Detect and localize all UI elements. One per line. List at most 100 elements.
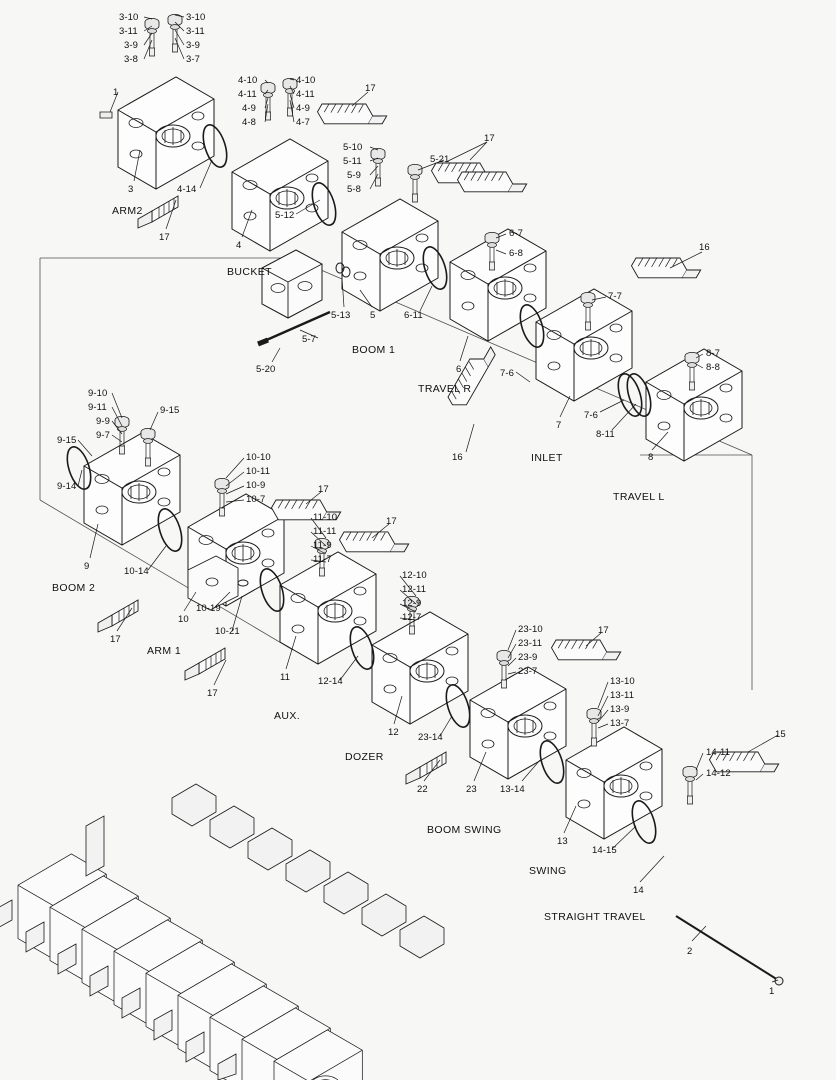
section-label-aux: AUX. <box>274 710 301 722</box>
callout-number: 16 <box>452 452 463 463</box>
callout-number: 13-9 <box>610 704 630 715</box>
callout-number: 4-11 <box>296 89 315 100</box>
callout-number: 12-7 <box>402 612 422 623</box>
callout-number: 3-9 <box>124 40 139 51</box>
section-label-arm1: ARM 1 <box>147 645 182 657</box>
callout-number: 4-14 <box>177 184 197 195</box>
callout-number: 22 <box>417 784 428 795</box>
callout-number: 4-7 <box>296 117 311 128</box>
section-label-inlet: INLET <box>531 452 563 464</box>
callout-number: 3-10 <box>186 12 206 23</box>
callout-number: 4-10 <box>238 75 258 86</box>
section-label-boom2: BOOM 2 <box>52 582 96 594</box>
section-label-travel-l: TRAVEL L <box>613 491 665 503</box>
callout-number: 9-9 <box>96 416 111 427</box>
callout-number: 11-7 <box>313 554 332 565</box>
callout-number: 7-6 <box>584 410 599 421</box>
callout-number: 6-7 <box>509 228 524 239</box>
callout-number: 6-8 <box>509 248 524 259</box>
callout-number: 9-15 <box>57 435 77 446</box>
callout-number: 11-9 <box>313 540 332 551</box>
callout-number: 5-13 <box>331 310 351 321</box>
section-label-boom-swing: BOOM SWING <box>427 824 502 836</box>
callout-number: 8-7 <box>706 348 721 359</box>
callout-number: 9-7 <box>96 430 111 441</box>
callout-number: 3 <box>128 184 134 195</box>
callout-number: 8-11 <box>596 429 615 440</box>
callout-number: 11-11 <box>313 526 337 537</box>
callout-number: 17 <box>159 232 170 243</box>
callout-number: 5-20 <box>256 364 276 375</box>
callout-number: 23-10 <box>518 624 543 635</box>
callout-number: 10-19 <box>196 603 221 614</box>
callout-number: 9-14 <box>57 481 77 492</box>
callout-number: 17 <box>207 688 218 699</box>
callout-number: 11-10 <box>313 512 338 523</box>
callout-number: 16 <box>699 242 710 253</box>
callout-number: 9-11 <box>88 402 107 413</box>
section-label-bucket: BUCKET <box>227 266 272 278</box>
callout-number: 23-11 <box>518 638 543 649</box>
section-label-arm2: ARM2 <box>112 205 143 217</box>
callout-number: 14-12 <box>706 768 731 779</box>
callout-number: 13-14 <box>500 784 525 795</box>
callout-number: 8 <box>648 452 654 463</box>
callout-number: 17 <box>386 516 397 527</box>
callout-number: 13-7 <box>610 718 630 729</box>
callout-number: 10-7 <box>246 494 266 505</box>
callout-number: 23-9 <box>518 652 538 663</box>
callout-number: 11 <box>280 672 291 683</box>
callout-number: 3-11 <box>186 26 205 37</box>
callout-number: 10-10 <box>246 452 271 463</box>
callout-number: 5-12 <box>275 210 295 221</box>
section-label-dozer: DOZER <box>345 751 384 763</box>
callout-number: 9-15 <box>160 405 180 416</box>
callout-number: 5-8 <box>347 184 362 195</box>
callout-number: 7-7 <box>608 291 623 302</box>
callout-number: 7 <box>556 420 562 431</box>
callout-number: 9 <box>84 561 90 572</box>
callout-number: 23-7 <box>518 666 538 677</box>
callout-number: 3-7 <box>186 54 201 65</box>
callout-number: 3-9 <box>186 40 201 51</box>
callout-number: 12-14 <box>318 676 343 687</box>
callout-number: 17 <box>318 484 329 495</box>
callout-number: 4-11 <box>238 89 257 100</box>
callout-number: 5-11 <box>343 156 362 167</box>
callout-number: 15 <box>775 729 786 740</box>
callout-number: 4 <box>236 240 242 251</box>
callout-number: 3-8 <box>124 54 139 65</box>
callout-number: 23-14 <box>418 732 443 743</box>
callout-number: 10-14 <box>124 566 149 577</box>
callout-number: 4-10 <box>296 75 316 86</box>
callout-number: 23 <box>466 784 477 795</box>
section-label-boom1: BOOM 1 <box>352 344 396 356</box>
callout-number: 3-11 <box>119 26 138 37</box>
callout-number: 17 <box>484 133 495 144</box>
callout-number: 12-10 <box>402 570 427 581</box>
callout-number: 5 <box>370 310 376 321</box>
section-label-straight-travel: STRAIGHT TRAVEL <box>544 911 646 923</box>
section-label-travel-r: TRAVEL R <box>418 383 472 395</box>
callout-number: 8-8 <box>706 362 721 373</box>
callout-number: 2 <box>687 946 693 957</box>
callout-number: 12-9 <box>402 598 422 609</box>
callout-number: 4-9 <box>296 103 311 114</box>
callout-number: 4-8 <box>242 117 257 128</box>
callout-number: 1 <box>113 87 119 98</box>
callout-number: 14-11 <box>706 747 731 758</box>
callout-number: 17 <box>365 83 376 94</box>
callout-number: 1 <box>769 986 775 997</box>
callout-number: 12-11 <box>402 584 427 595</box>
callout-number: 10-21 <box>215 626 240 637</box>
callout-number: 10-11 <box>246 466 271 477</box>
callout-number: 6 <box>456 364 462 375</box>
callout-number: 12 <box>388 727 399 738</box>
callout-number: 5-10 <box>343 142 363 153</box>
callout-number: 5-21 <box>430 154 450 165</box>
callout-number: 6-11 <box>404 310 423 321</box>
callout-number: 5-7 <box>302 334 317 345</box>
callout-number: 17 <box>598 625 609 636</box>
